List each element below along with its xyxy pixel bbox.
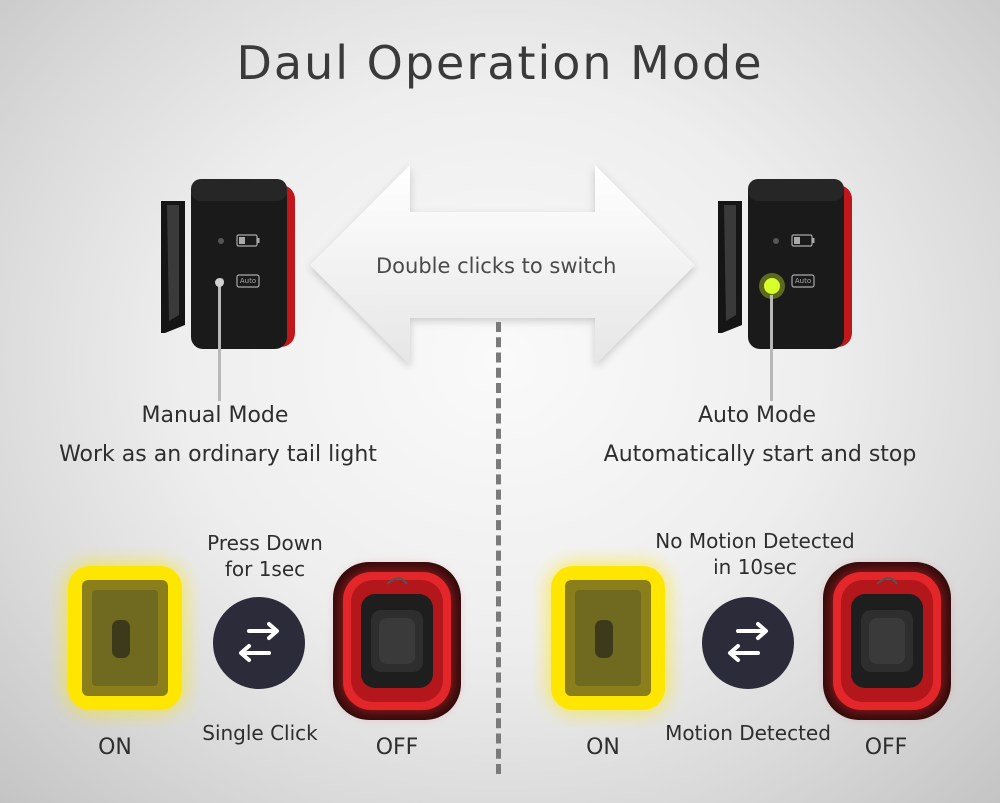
manual-mode-description: Work as an ordinary tail light — [59, 442, 377, 467]
state-off-label: OFF — [864, 735, 908, 760]
pointer-line — [770, 295, 773, 401]
button-label: Auto — [794, 277, 812, 285]
state-on-label: ON — [586, 735, 620, 760]
state-on-label: ON — [98, 735, 132, 760]
switch-arrows-icon — [213, 597, 305, 689]
state-off-label: OFF — [375, 735, 419, 760]
auto-mode-title: Auto Mode — [697, 403, 816, 428]
trigger-top-line: No Motion Detected — [655, 529, 855, 553]
tail-light-side-view — [718, 179, 852, 349]
double-arrow-icon — [310, 165, 695, 365]
pointer-line — [218, 281, 221, 401]
tail-light-off-icon — [333, 562, 461, 720]
auto-mode-description: Automatically start and stop — [603, 442, 917, 467]
trigger-top-line: in 10sec — [713, 555, 797, 579]
trigger-bottom-label: Motion Detected — [665, 721, 831, 745]
tail-light-on-icon — [64, 562, 186, 714]
trigger-top-line: for 1sec — [224, 557, 306, 581]
switch-instruction: Double clicks to switch — [376, 254, 617, 278]
trigger-top-label: Press Down for 1sec — [180, 530, 350, 582]
switch-arrows-icon — [702, 597, 794, 689]
page-title: Daul Operation Mode — [236, 36, 764, 90]
section-divider — [496, 322, 501, 774]
tail-light-side-view — [161, 179, 295, 349]
trigger-top-label: No Motion Detected in 10sec — [630, 528, 880, 580]
button-label: Auto — [239, 277, 257, 285]
tail-light-on-icon — [547, 562, 669, 714]
trigger-bottom-label: Single Click — [202, 721, 318, 745]
tail-light-off-icon — [823, 562, 951, 720]
indicator-dot — [215, 278, 224, 287]
manual-mode-title: Manual Mode — [141, 403, 289, 428]
trigger-top-line: Press Down — [207, 531, 323, 555]
